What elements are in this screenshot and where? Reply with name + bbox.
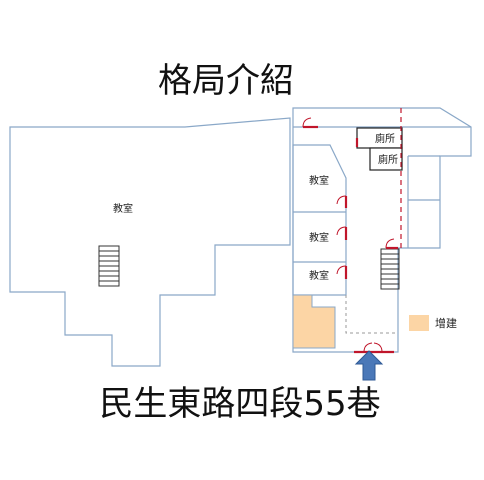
dashed-interior-region — [345, 295, 398, 334]
legend-label: 增建 — [435, 316, 457, 330]
street-name: 民生東路四段55巷 — [99, 384, 380, 424]
addition-area — [292, 294, 336, 349]
entrance-arrow — [354, 350, 384, 381]
left-building-outline — [9, 117, 291, 367]
right-building-outline — [292, 107, 472, 353]
restroom-2-label: 廁所 — [378, 153, 398, 166]
restroom-1-label: 廁所 — [375, 132, 395, 145]
restroom-1: 廁所 — [356, 127, 403, 149]
left-stairs — [98, 245, 120, 287]
page-title: 格局介紹 — [158, 61, 294, 101]
large-classroom-label: 教室 — [113, 202, 133, 215]
restroom-2: 廁所 — [369, 147, 403, 171]
legend: 增建 — [409, 315, 457, 331]
right-stairs — [380, 248, 400, 290]
doors — [302, 117, 398, 354]
classroom-2-label: 教室 — [309, 231, 329, 244]
legend-swatch — [409, 315, 429, 331]
classroom-1-label: 教室 — [309, 174, 329, 187]
classroom-3-label: 教室 — [309, 269, 329, 282]
